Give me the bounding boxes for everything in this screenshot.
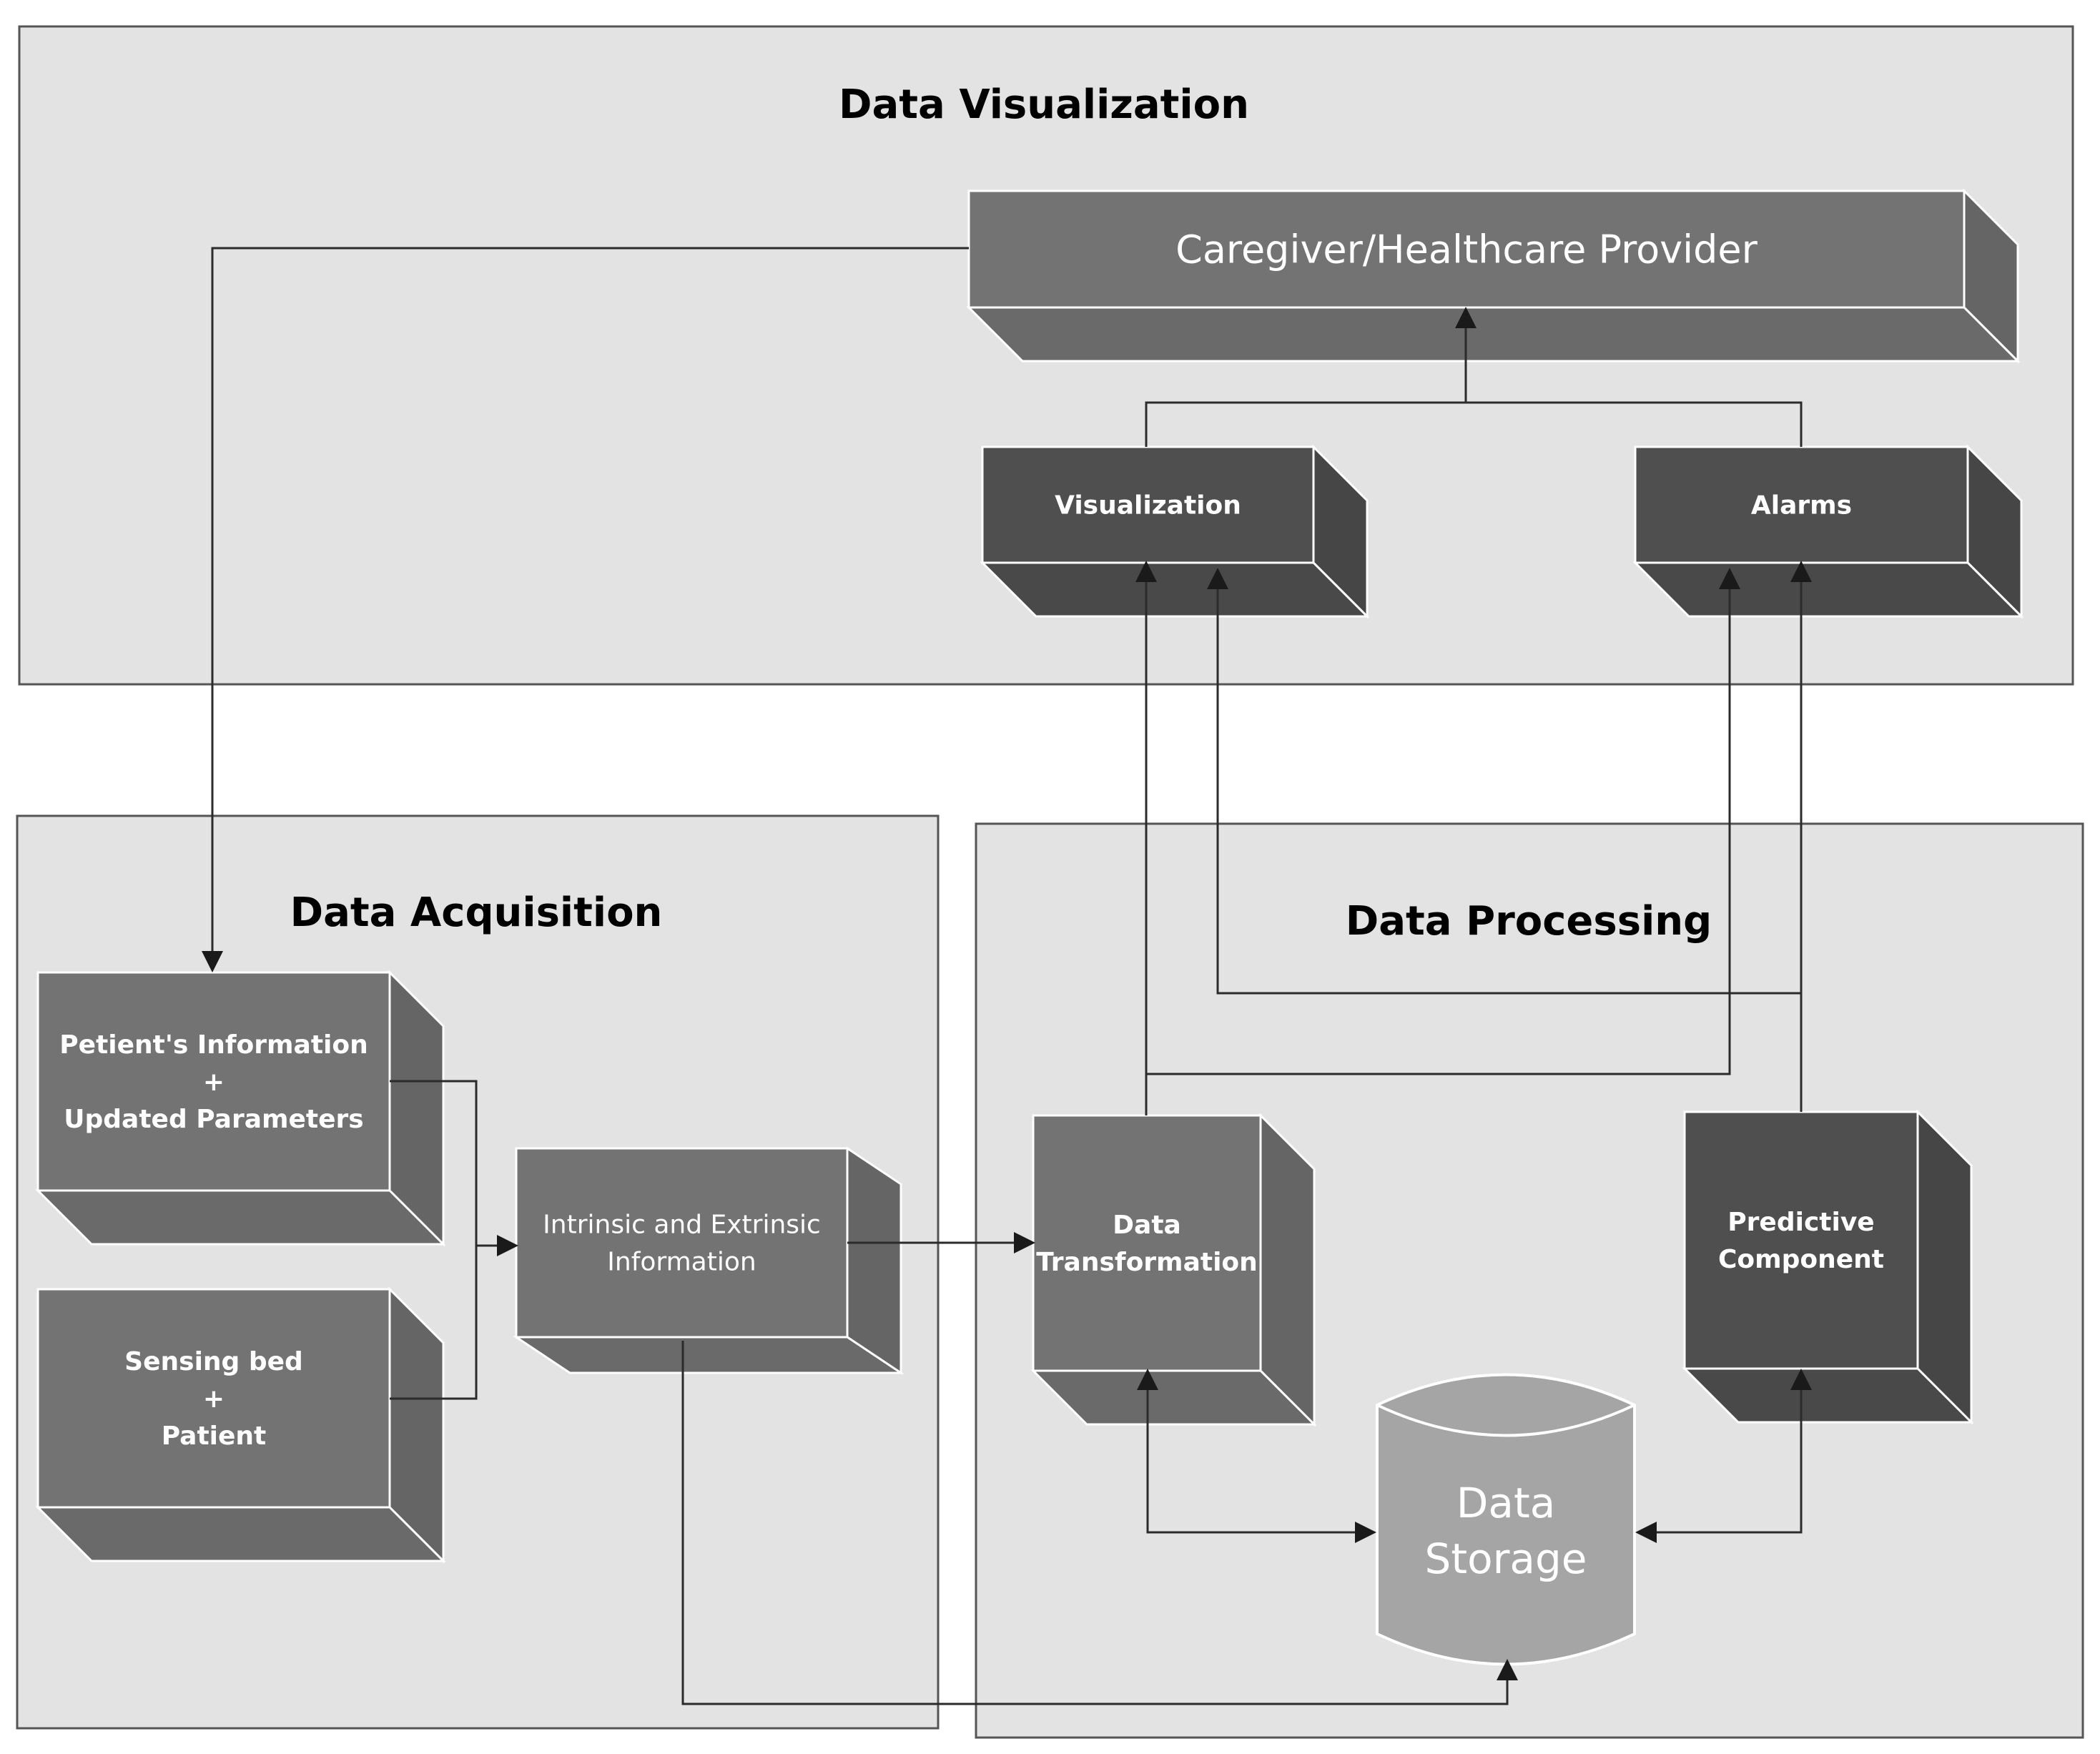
alarms-box: Alarms (1632, 444, 2024, 619)
caregiver-healthcare-provider-box-bottom-face (966, 306, 2021, 363)
connector-visualization-to-caregiver (1145, 401, 1803, 447)
intrinsic-extrinsic-information-box-label-line2: Information (607, 1248, 756, 1277)
patient-information-box-label-line3: Updated Parameters (64, 1105, 363, 1134)
data-transformation-box-label-line2: Transformation (1036, 1248, 1258, 1277)
patient-information-box-front-face (36, 971, 391, 1192)
connectors (202, 247, 1812, 1705)
data-transformation-box-front-face (1032, 1114, 1262, 1372)
sensing-bed-box-front-face (36, 1288, 391, 1509)
sensing-bed-box-label-line3: Patient (162, 1422, 267, 1451)
sensing-bed-box-label-line2: + (203, 1384, 225, 1414)
connector-transformation-storage (1137, 1369, 1376, 1543)
data-visualization-title: Data Visualization (839, 82, 1249, 128)
patient-information-box-label-line1: Petient's Information (59, 1030, 368, 1060)
connector-transformation-to-alarms (1146, 568, 1740, 1075)
connector-predictive-storage (1635, 1369, 1812, 1543)
intrinsic-extrinsic-information-box-label-line1: Intrinsic and Extrinsic (543, 1211, 821, 1240)
patient-information-box-bottom-face (35, 1189, 446, 1246)
connector-patient-info-merge (390, 1080, 478, 1400)
data-storage-cylinder: Data Storage (1376, 1373, 1636, 1666)
caregiver-healthcare-provider-box-front-face (967, 189, 1966, 309)
intrinsic-extrinsic-information-box-front-face (515, 1147, 849, 1339)
alarms-box-label-line1: Alarms (1751, 491, 1852, 521)
data-processing-title: Data Processing (1346, 898, 1712, 945)
connector-caregiver-to-patient-info (202, 247, 969, 972)
caregiver-healthcare-provider-box: Caregiver/Healthcare Provider (966, 188, 2021, 364)
sensing-bed-box-label-line1: Sensing bed (124, 1347, 303, 1376)
alarms-box-bottom-face (1632, 561, 2024, 618)
patient-information-box-label-line2: + (203, 1068, 225, 1097)
predictive-component-box-label-line2: Component (1718, 1245, 1884, 1274)
visualization-box-label-line1: Visualization (1055, 491, 1241, 521)
data-storage-label-line2: Storage (1425, 1534, 1587, 1583)
predictive-component-box-front-face (1683, 1110, 1919, 1370)
sensing-bed-box: Sensing bed + Patient (35, 1286, 446, 1564)
caregiver-healthcare-provider-box-label-line1: Caregiver/Healthcare Provider (1175, 227, 1758, 272)
intrinsic-extrinsic-information-box-bottom-face (513, 1336, 904, 1374)
visualization-box-front-face (981, 445, 1315, 564)
patient-information-box: Petient's Information + Updated Parameters (35, 970, 446, 1247)
visualization-box: Visualization (980, 444, 1370, 619)
data-transformation-box-label-line1: Data (1113, 1211, 1181, 1240)
connector-intrinsic-to-storage (681, 1341, 1518, 1705)
data-storage-label-line1: Data (1456, 1479, 1556, 1527)
sensing-bed-box-bottom-face (35, 1506, 446, 1562)
visualization-box-bottom-face (980, 561, 1370, 618)
intrinsic-extrinsic-information-box-side-face (846, 1146, 902, 1375)
data-acquisition-title: Data Acquisition (290, 890, 663, 936)
connector-predictive-to-visualization (1207, 568, 1801, 995)
predictive-component-box-label-line1: Predictive (1727, 1208, 1874, 1237)
